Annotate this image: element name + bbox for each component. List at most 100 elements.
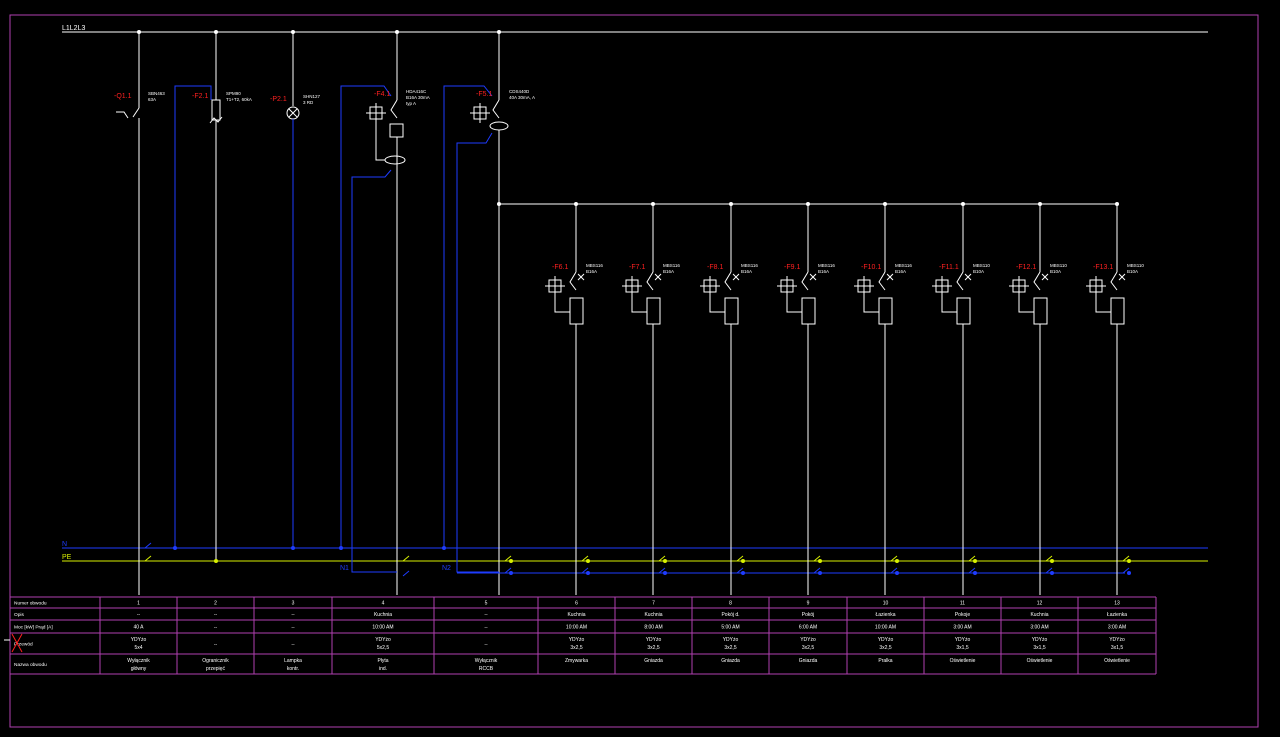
junction-dot <box>173 546 177 550</box>
mcb-contact <box>878 271 886 291</box>
table-cell-cable: -- <box>291 642 295 648</box>
pe-contact <box>968 555 976 562</box>
pe-contact <box>144 555 152 562</box>
pe-contact <box>581 555 589 562</box>
pe-contact <box>1122 555 1130 562</box>
table-cell-circuit-name: Gniazda <box>644 658 663 664</box>
junction-dot <box>442 546 446 550</box>
junction-dot <box>818 571 822 575</box>
rcbo-test-line <box>375 120 385 161</box>
junction-dot <box>1050 571 1054 575</box>
device-designation: -F7.1 <box>629 264 645 271</box>
table-cell-number: 9 <box>807 601 810 607</box>
table-row-header: Nazwa obwodu <box>14 662 47 668</box>
device-spec: B10A <box>1050 269 1061 274</box>
table-cell-circuit-name: Gniazda <box>721 658 740 664</box>
table-cell-description: Kuchnia <box>644 612 662 618</box>
table-cell-circuit-name: Oświetlenie <box>1104 658 1130 664</box>
pe-bus-label: PE <box>62 554 72 561</box>
table-cell-number: 11 <box>960 601 965 607</box>
table-cell-cable: 3x1,5 <box>1033 645 1045 651</box>
pe-contact <box>504 555 512 562</box>
n-contact <box>658 567 666 574</box>
device-spec: 63A <box>148 97 156 102</box>
mcb-contact <box>1033 271 1041 291</box>
switch-blade <box>132 107 140 118</box>
mcb-magnetic-box <box>956 297 971 325</box>
table-cell-power: 10:00 AM <box>566 625 587 631</box>
junction-dot <box>291 546 295 550</box>
table-cell-power: 10:00 AM <box>875 625 896 631</box>
table-cell-description: Kuchnia <box>567 612 585 618</box>
table-cell-circuit-name: Lampka <box>284 658 302 664</box>
junction-dot <box>1127 559 1131 563</box>
table-cell-cable: YDYżo <box>646 637 662 643</box>
junction-dot <box>586 571 590 575</box>
table-cell-circuit-name: Wyłącznik <box>127 658 150 664</box>
mcb-contact-cross <box>654 273 662 281</box>
mcb-mechanical-link <box>554 292 570 313</box>
mcb-contact <box>724 271 732 291</box>
table-cell-number: 13 <box>1114 601 1120 607</box>
device-spec: B16A <box>818 269 829 274</box>
device-spec: 40A 30mA, A <box>509 95 535 100</box>
n-contact <box>1122 567 1130 574</box>
junction-dot <box>214 559 218 563</box>
n-contact <box>736 567 744 574</box>
table-cell-number: 5 <box>485 601 488 607</box>
table-cell-cable: -- <box>214 642 218 648</box>
table-cell-description: Pokoje <box>955 612 971 618</box>
table-cell-cable: YDYżo <box>723 637 739 643</box>
table-cell-circuit-name: przepięć <box>206 666 225 672</box>
table-cell-description: Kuchnia <box>374 612 392 618</box>
table-cell-circuit-name: główny <box>131 666 147 672</box>
n-contact <box>813 567 821 574</box>
pe-contact <box>402 555 410 562</box>
junction-dot <box>741 559 745 563</box>
table-cell-cable: 3x2,5 <box>724 645 736 651</box>
pe-contact <box>658 555 666 562</box>
device-designation: -F12.1 <box>1016 264 1036 271</box>
table-cell-power: 6:00 AM <box>799 625 817 631</box>
table-cell-number: 10 <box>883 601 889 607</box>
device-spec: MBS110 <box>1127 263 1144 268</box>
table-cell-circuit-name: ind. <box>379 666 387 672</box>
n-contact <box>504 567 512 574</box>
phase-bus-label: L1L2L3 <box>62 25 85 32</box>
mcb-magnetic-box <box>724 297 739 325</box>
mcb-magnetic-box <box>878 297 893 325</box>
mcb-mechanical-link <box>863 292 879 313</box>
table-cell-cable: YDYżo <box>1032 637 1048 643</box>
mcb-contact-cross <box>809 273 817 281</box>
device-spec: MBS116 <box>895 263 912 268</box>
junction-dot <box>509 571 513 575</box>
rccb-differential-coil <box>489 121 509 131</box>
table-cell-number: 6 <box>575 601 578 607</box>
table-cell-circuit-name: Oświetlenie <box>950 658 976 664</box>
pe-contact <box>736 555 744 562</box>
table-cell-cable: 3x2,5 <box>879 645 891 651</box>
table-cell-cable: 5x2,5 <box>377 645 389 651</box>
junction-dot <box>663 559 667 563</box>
device-designation: -P2.1 <box>270 96 287 103</box>
table-cell-power: 3:00 AM <box>1108 625 1126 631</box>
table-cell-power: 8:00 AM <box>644 625 662 631</box>
device-designation: -F9.1 <box>784 264 800 271</box>
device-designation: -F10.1 <box>861 264 881 271</box>
device-spec: MBS110 <box>973 263 990 268</box>
mcb-contact-cross <box>577 273 585 281</box>
device-spec: SBN463 <box>148 91 165 96</box>
table-cell-description: -- <box>137 612 141 618</box>
mcb-mechanical-link <box>1018 292 1034 313</box>
rccb-contact <box>492 99 500 119</box>
rcbo-differential-coil <box>384 155 406 165</box>
table-cell-number: 8 <box>729 601 732 607</box>
table-cell-description: -- <box>214 612 218 618</box>
device-spec: MBS116 <box>741 263 758 268</box>
device-spec: B10A <box>1127 269 1138 274</box>
table-header-mark <box>11 633 23 653</box>
junction-dot <box>586 559 590 563</box>
device-spec: typ A <box>406 101 416 106</box>
